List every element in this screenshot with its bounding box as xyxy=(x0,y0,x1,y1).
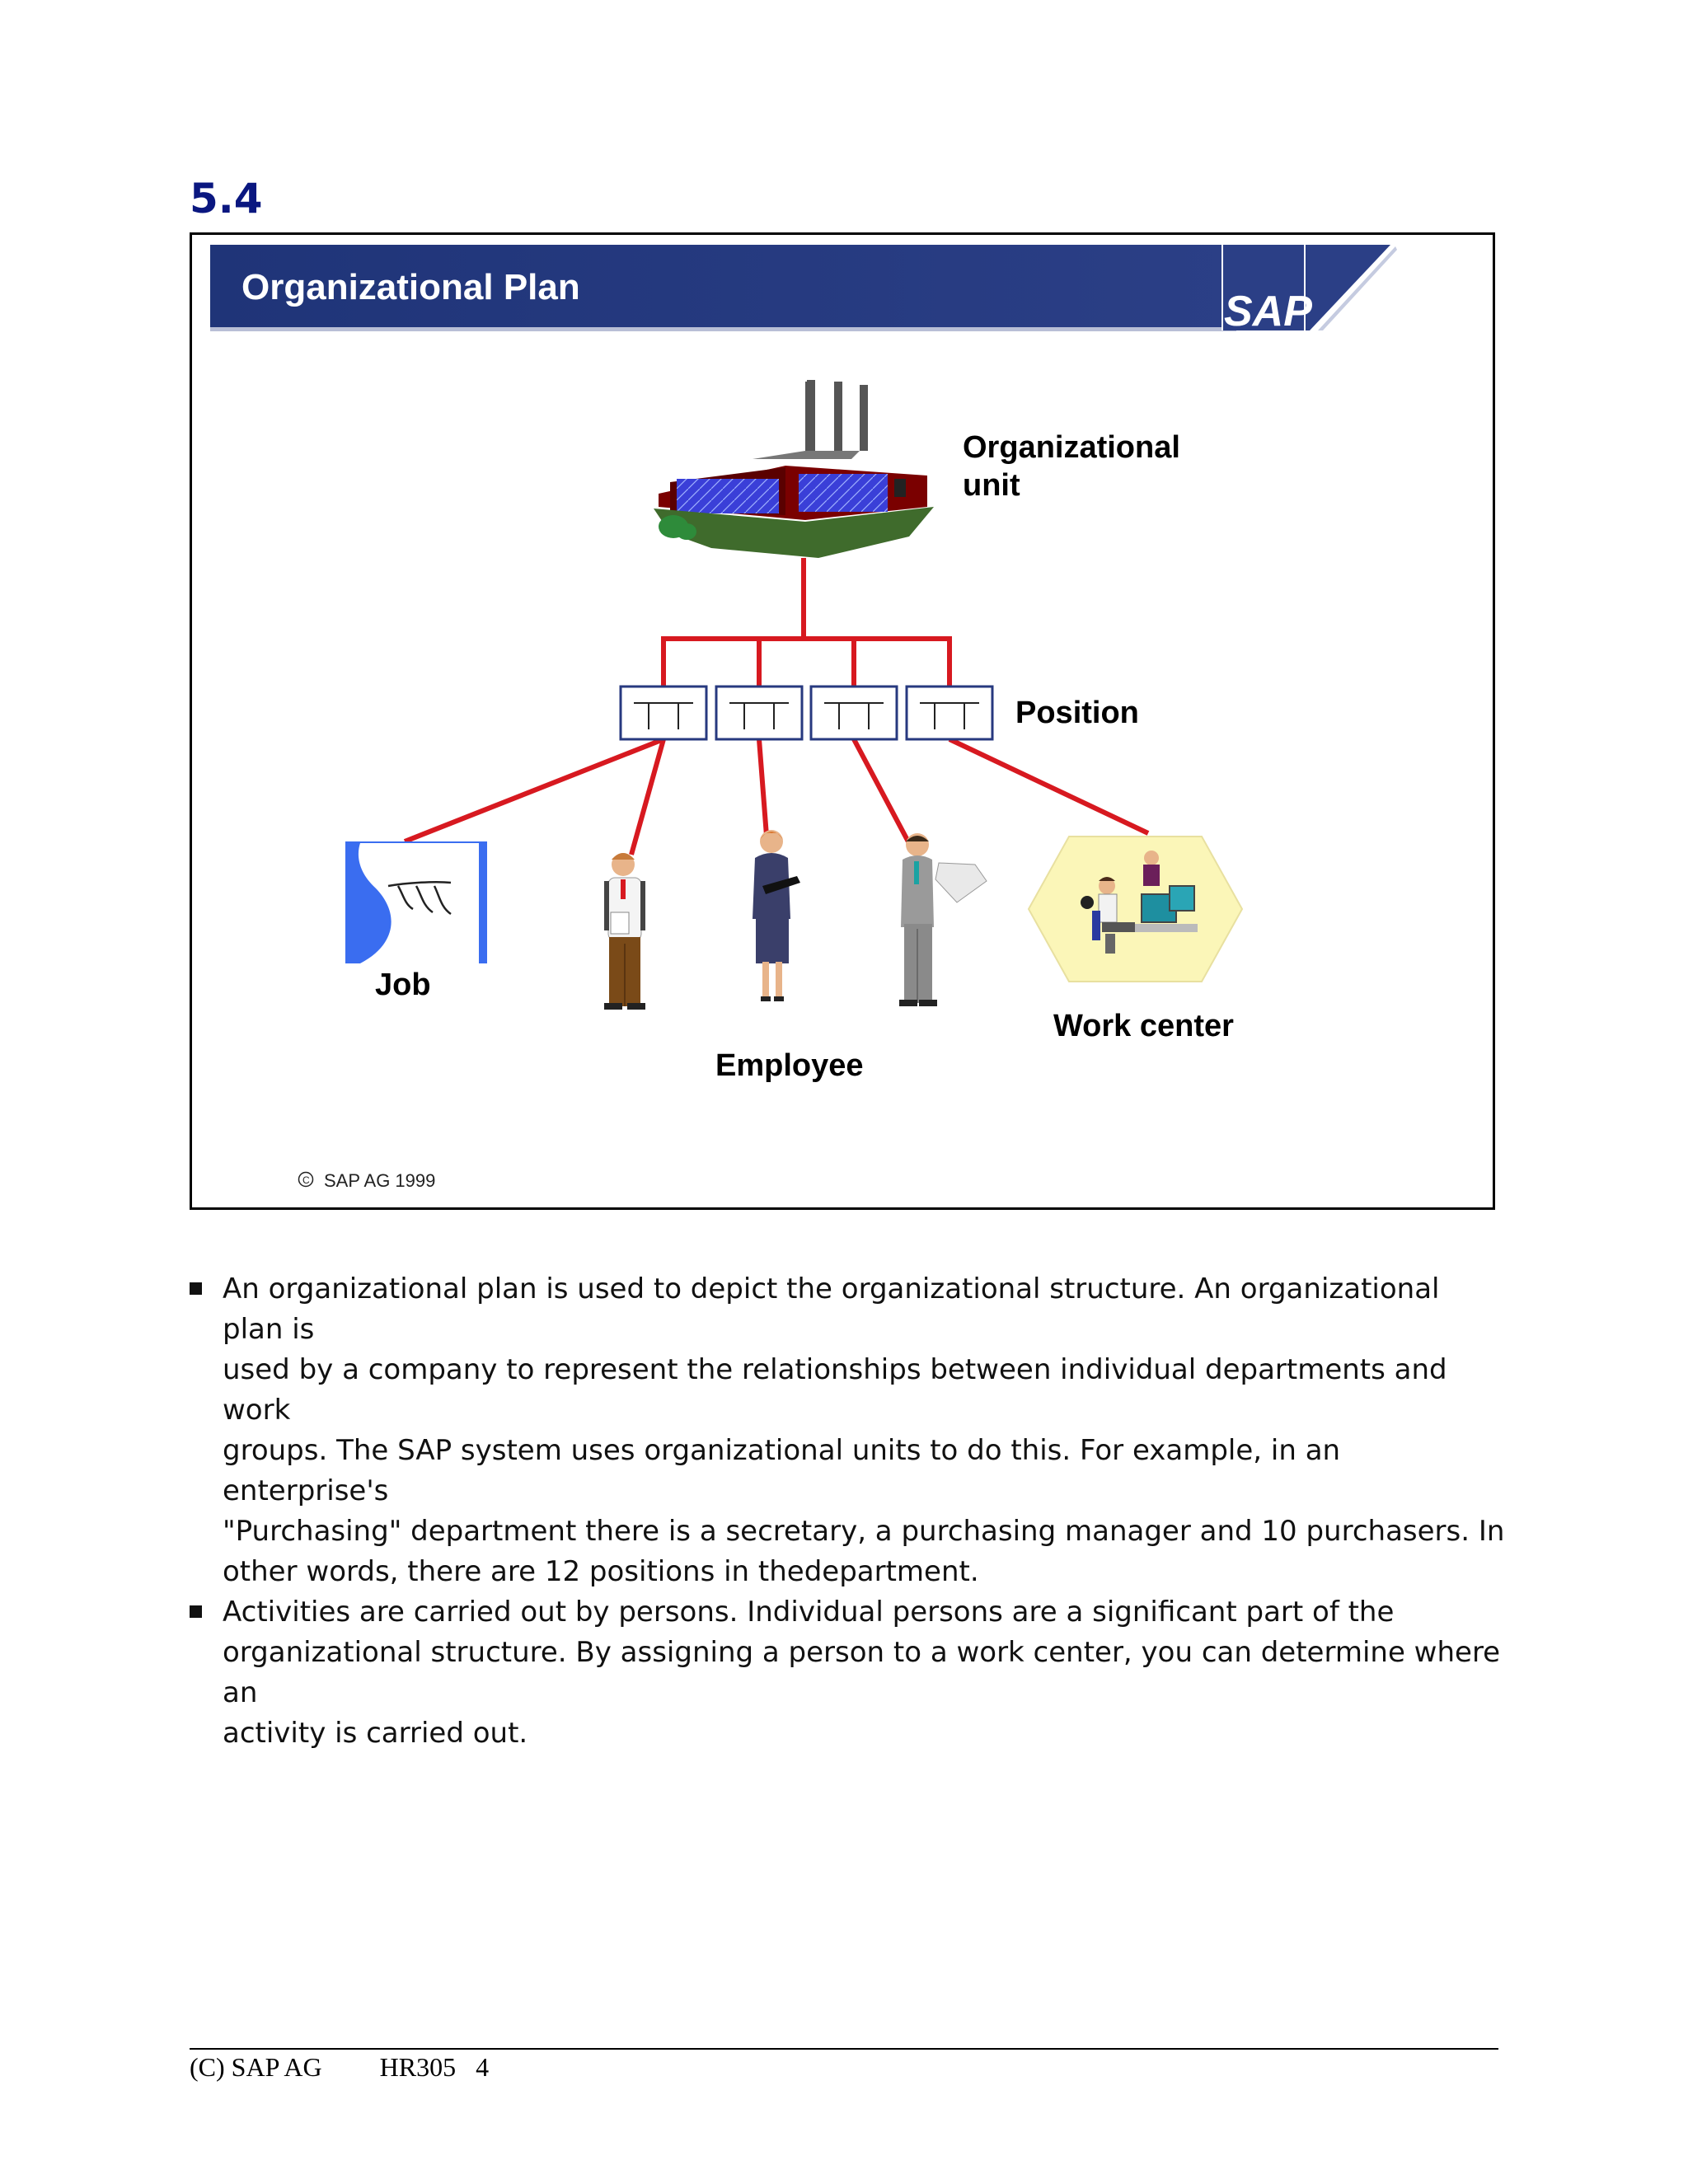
bullet-square-icon xyxy=(190,1282,202,1295)
bullet-line: organizational structure. By assigning a… xyxy=(223,1636,1501,1709)
employee-figure xyxy=(899,833,987,1006)
footer-page-number: 4 xyxy=(476,2052,490,2082)
bullet-item: Activities are carried out by persons. I… xyxy=(190,1592,1508,1754)
footer-course: HR305 xyxy=(379,2052,457,2082)
position-box xyxy=(619,685,708,741)
sap-logo: SAP xyxy=(1221,245,1397,335)
position-box xyxy=(715,685,804,741)
position-label: Position xyxy=(1015,696,1139,730)
factory-icon xyxy=(654,380,934,558)
bullet-line: other words, there are 12 positions in t… xyxy=(223,1555,979,1588)
page-footer: (C) SAP AG HR305 4 xyxy=(190,2052,489,2083)
bullet-line: An organizational plan is used to depict… xyxy=(223,1272,1440,1346)
slide-title: Organizational Plan xyxy=(241,267,580,307)
slide-copyright: C SAP AG 1999 xyxy=(298,1170,435,1191)
footer-rule xyxy=(190,2048,1498,2050)
sap-logo-text: SAP xyxy=(1224,288,1312,335)
employee-figure xyxy=(604,853,645,1010)
connector-lines xyxy=(403,558,1150,855)
bullet-line: activity is carried out. xyxy=(223,1717,528,1750)
org-unit-label-line1: Organizational xyxy=(963,430,1180,465)
job-icon xyxy=(345,841,487,963)
work-center-label: Work center xyxy=(1053,1009,1234,1043)
work-center-icon xyxy=(1027,836,1244,982)
slide-frame: Organizational Plan SAP Organizatio xyxy=(190,232,1495,1210)
bullet-item: An organizational plan is used to depict… xyxy=(190,1269,1508,1592)
bullet-line: groups. The SAP system uses organization… xyxy=(223,1434,1341,1507)
copyright-symbol-text: C xyxy=(302,1174,310,1186)
bullet-line: used by a company to represent the relat… xyxy=(223,1353,1447,1427)
copyright-text: SAP AG 1999 xyxy=(324,1170,435,1191)
footer-company: (C) SAP AG xyxy=(190,2052,322,2082)
position-boxes xyxy=(619,685,994,741)
bullet-line: Activities are carried out by persons. I… xyxy=(223,1596,1395,1629)
position-box xyxy=(809,685,898,741)
bullet-square-icon xyxy=(190,1605,202,1618)
org-unit-label-line2: unit xyxy=(963,468,1020,503)
job-label: Job xyxy=(375,968,431,1002)
bullet-line: "Purchasing" department there is a secre… xyxy=(223,1515,1505,1548)
employee-label: Employee xyxy=(715,1048,864,1083)
bullet-list: An organizational plan is used to depict… xyxy=(190,1269,1508,1754)
employee-figure xyxy=(753,830,800,1001)
position-box xyxy=(905,685,994,741)
section-number: 5.4 xyxy=(190,175,263,223)
title-bar: Organizational Plan xyxy=(210,245,1236,331)
org-plan-diagram: Organizational Plan SAP Organizatio xyxy=(210,245,1397,1191)
